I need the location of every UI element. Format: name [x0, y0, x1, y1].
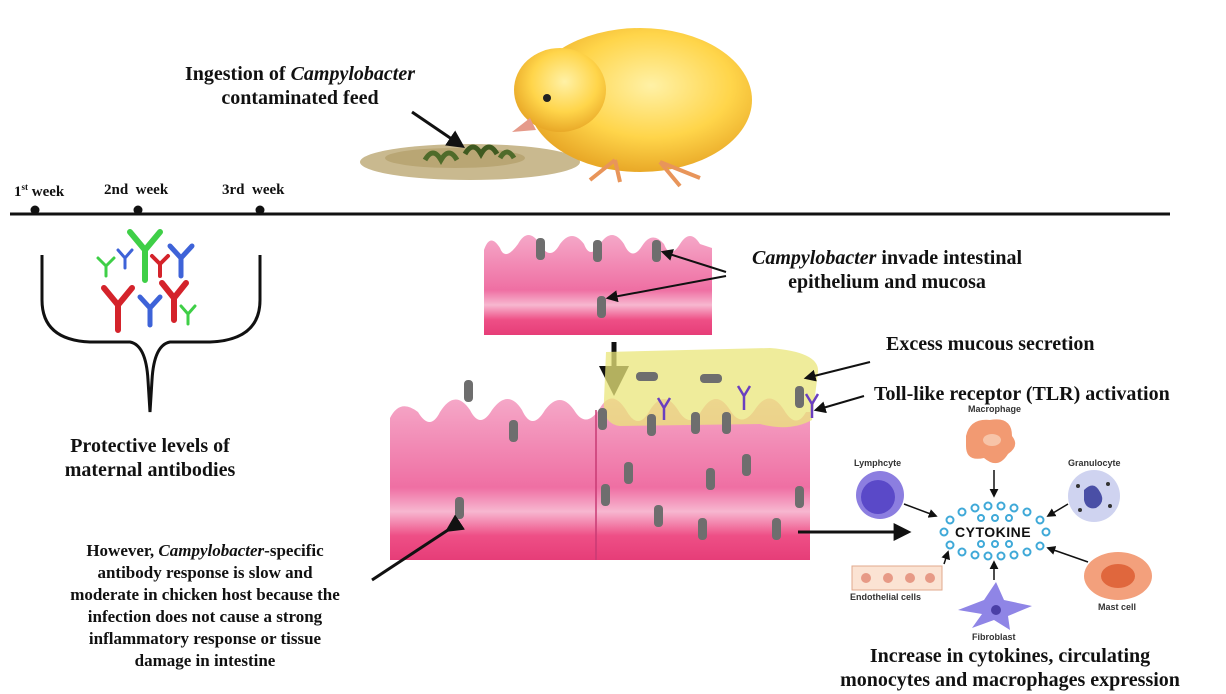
lymphocyte-label: Lymphcyte: [854, 458, 901, 468]
mucus-layer: [604, 348, 818, 427]
invade-label: Campylobacter invade intestinal epitheli…: [712, 246, 1062, 294]
mast-cell-label: Mast cell: [1098, 602, 1136, 612]
mucous-label: Excess mucous secretion: [886, 332, 1095, 356]
granulocyte-label: Granulocyte: [1068, 458, 1121, 468]
cytokine-label: CYTOKINE: [955, 524, 1031, 540]
ingestion-arrow: [412, 112, 462, 146]
macrophage-label: Macrophage: [968, 404, 1021, 414]
week3-label: 3rd week: [222, 182, 285, 199]
week2-marker: [134, 206, 143, 215]
week1-label: 1st week: [14, 182, 64, 201]
granulocyte-cell: [1068, 470, 1120, 522]
lymphocyte-cell: [856, 471, 904, 519]
tlr-arrow: [816, 396, 864, 410]
week2-label: 2nd week: [104, 182, 168, 199]
macrophage-cell: [966, 419, 1015, 463]
tlr-label: Toll-like receptor (TLR) activation: [874, 382, 1170, 406]
week1-marker: [31, 206, 40, 215]
ingestion-label: Ingestion of Campylobacter contaminated …: [150, 62, 450, 110]
antibody-group: [98, 232, 195, 330]
antibody-funnel: [42, 255, 260, 412]
endothelial-cells: [852, 566, 942, 590]
fibroblast-label: Fibroblast: [972, 632, 1016, 642]
fibroblast-cell: [958, 582, 1032, 630]
antibody-response-label: However, Campylobacter-specific antibody…: [10, 540, 400, 672]
week3-marker: [256, 206, 265, 215]
endothelial-label: Endothelial cells: [850, 592, 921, 602]
mast-cell: [1084, 552, 1152, 600]
